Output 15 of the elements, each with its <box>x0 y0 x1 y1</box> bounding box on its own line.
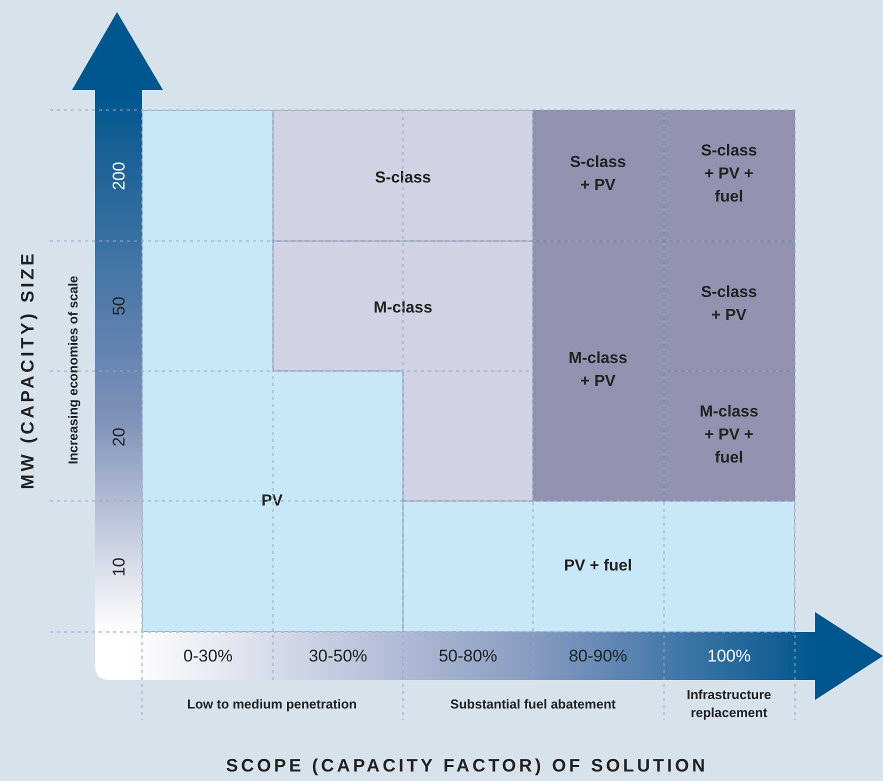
axis-note: Increasing economies of scale <box>64 276 82 464</box>
group-label: Infrastructure replacement <box>686 686 772 722</box>
tick-label: 100% <box>707 645 751 668</box>
tick-label: 0-30% <box>183 645 233 668</box>
x-axis-title: SCOPE (CAPACITY FACTOR) OF SOLUTION <box>226 754 708 778</box>
group-label: Substantial fuel abatement <box>450 695 616 714</box>
tick-label: 30-50% <box>308 645 368 668</box>
tick-label: 20 <box>108 428 130 446</box>
group-label: Low to medium penetration <box>187 695 357 714</box>
tick-label: 200 <box>108 162 130 190</box>
tick-label: 10 <box>108 558 130 576</box>
tick-label: 50-80% <box>438 645 498 668</box>
tick-label: 80-90% <box>568 645 628 668</box>
tick-label: 50 <box>108 296 130 316</box>
y-axis-title: MW (CAPACITY) SIZE <box>16 250 38 490</box>
